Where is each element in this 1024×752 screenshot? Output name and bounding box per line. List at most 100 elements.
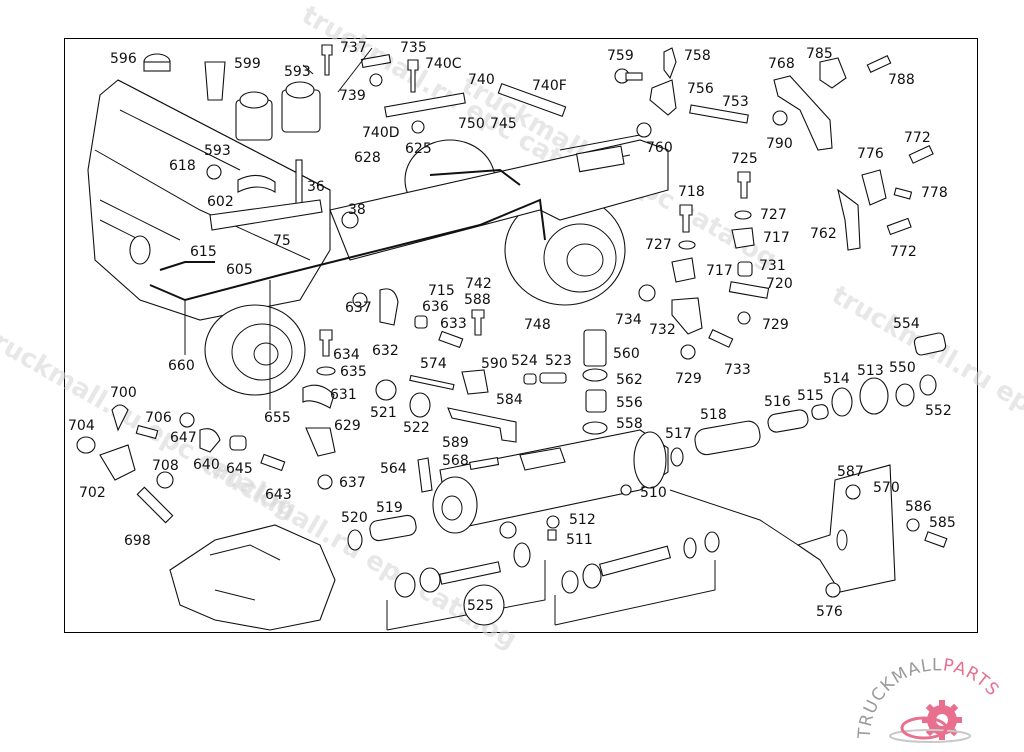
part-callout-733[interactable]: 733 — [724, 362, 751, 378]
part-callout-615[interactable]: 615 — [190, 244, 217, 260]
part-callout-647[interactable]: 647 — [170, 430, 197, 446]
part-callout-702[interactable]: 702 — [79, 485, 106, 501]
part-callout-556[interactable]: 556 — [616, 395, 643, 411]
part-callout-643[interactable]: 643 — [265, 487, 292, 503]
part-callout-731[interactable]: 731 — [759, 258, 786, 274]
part-callout-700[interactable]: 700 — [110, 385, 137, 401]
part-callout-727[interactable]: 727 — [760, 207, 787, 223]
part-callout-750[interactable]: 750 — [458, 116, 485, 132]
part-callout-759[interactable]: 759 — [607, 48, 634, 64]
part-callout-629[interactable]: 629 — [334, 418, 361, 434]
part-callout-717[interactable]: 717 — [763, 230, 790, 246]
part-callout-587[interactable]: 587 — [837, 464, 864, 480]
part-callout-550[interactable]: 550 — [889, 360, 916, 376]
part-callout-739[interactable]: 739 — [339, 88, 366, 104]
part-callout-645[interactable]: 645 — [226, 461, 253, 477]
part-callout-521[interactable]: 521 — [370, 405, 397, 421]
part-callout-514[interactable]: 514 — [823, 371, 850, 387]
part-callout-560[interactable]: 560 — [613, 346, 640, 362]
part-callout-519[interactable]: 519 — [376, 500, 403, 516]
part-callout-564[interactable]: 564 — [380, 461, 407, 477]
part-callout-742[interactable]: 742 — [465, 276, 492, 292]
part-callout-756[interactable]: 756 — [687, 81, 714, 97]
part-callout-708[interactable]: 708 — [152, 458, 179, 474]
part-callout-706[interactable]: 706 — [145, 410, 172, 426]
part-callout-38[interactable]: 38 — [348, 202, 366, 218]
part-callout-748[interactable]: 748 — [524, 317, 551, 333]
part-callout-635[interactable]: 635 — [340, 364, 367, 380]
part-callout-585[interactable]: 585 — [929, 515, 956, 531]
part-callout-790[interactable]: 790 — [766, 136, 793, 152]
part-callout-725[interactable]: 725 — [731, 151, 758, 167]
part-callout-512[interactable]: 512 — [569, 512, 596, 528]
part-callout-618[interactable]: 618 — [169, 158, 196, 174]
part-callout-596[interactable]: 596 — [110, 51, 137, 67]
part-callout-785[interactable]: 785 — [806, 46, 833, 62]
part-callout-562[interactable]: 562 — [616, 372, 643, 388]
part-callout-511[interactable]: 511 — [566, 532, 593, 548]
part-callout-570[interactable]: 570 — [873, 480, 900, 496]
part-callout-515[interactable]: 515 — [797, 388, 824, 404]
part-callout-758[interactable]: 758 — [684, 48, 711, 64]
part-callout-660[interactable]: 660 — [168, 358, 195, 374]
part-callout-584[interactable]: 584 — [496, 392, 523, 408]
part-callout-625[interactable]: 625 — [405, 141, 432, 157]
part-callout-772[interactable]: 772 — [890, 244, 917, 260]
part-callout-516[interactable]: 516 — [764, 394, 791, 410]
part-callout-520[interactable]: 520 — [341, 510, 368, 526]
part-callout-589[interactable]: 589 — [442, 435, 469, 451]
part-callout-633[interactable]: 633 — [440, 316, 467, 332]
part-callout-729[interactable]: 729 — [762, 317, 789, 333]
part-callout-720[interactable]: 720 — [766, 276, 793, 292]
part-callout-631[interactable]: 631 — [330, 387, 357, 403]
part-callout-75[interactable]: 75 — [273, 233, 291, 249]
part-callout-634[interactable]: 634 — [333, 347, 360, 363]
part-callout-740D[interactable]: 740D — [362, 125, 400, 141]
part-callout-729[interactable]: 729 — [675, 371, 702, 387]
part-callout-778[interactable]: 778 — [921, 185, 948, 201]
part-callout-788[interactable]: 788 — [888, 72, 915, 88]
part-callout-760[interactable]: 760 — [646, 140, 673, 156]
part-callout-772[interactable]: 772 — [904, 130, 931, 146]
part-callout-740C[interactable]: 740C — [425, 56, 462, 72]
part-callout-740F[interactable]: 740F — [532, 78, 567, 94]
part-callout-768[interactable]: 768 — [768, 56, 795, 72]
part-callout-576[interactable]: 576 — [816, 604, 843, 620]
part-callout-554[interactable]: 554 — [893, 316, 920, 332]
part-callout-762[interactable]: 762 — [810, 226, 837, 242]
part-callout-590[interactable]: 590 — [481, 356, 508, 372]
part-callout-523[interactable]: 523 — [545, 353, 572, 369]
part-callout-632[interactable]: 632 — [372, 343, 399, 359]
part-callout-753[interactable]: 753 — [722, 94, 749, 110]
part-callout-36[interactable]: 36 — [307, 179, 325, 195]
part-callout-518[interactable]: 518 — [700, 407, 727, 423]
part-callout-637[interactable]: 637 — [345, 300, 372, 316]
part-callout-637[interactable]: 637 — [339, 475, 366, 491]
part-callout-745[interactable]: 745 — [490, 116, 517, 132]
part-callout-718[interactable]: 718 — [678, 184, 705, 200]
part-callout-655[interactable]: 655 — [264, 410, 291, 426]
part-callout-524[interactable]: 524 — [511, 353, 538, 369]
part-callout-640[interactable]: 640 — [193, 457, 220, 473]
part-callout-513[interactable]: 513 — [857, 363, 884, 379]
part-callout-574[interactable]: 574 — [420, 356, 447, 372]
part-callout-593[interactable]: 593 — [284, 64, 311, 80]
part-callout-605[interactable]: 605 — [226, 262, 253, 278]
part-callout-715[interactable]: 715 — [428, 283, 455, 299]
part-callout-525[interactable]: 525 — [467, 598, 494, 614]
part-callout-735[interactable]: 735 — [400, 40, 427, 56]
part-callout-602[interactable]: 602 — [207, 194, 234, 210]
part-callout-727[interactable]: 727 — [645, 237, 672, 253]
part-callout-628[interactable]: 628 — [354, 150, 381, 166]
part-callout-558[interactable]: 558 — [616, 416, 643, 432]
part-callout-776[interactable]: 776 — [857, 146, 884, 162]
part-callout-732[interactable]: 732 — [649, 322, 676, 338]
part-callout-522[interactable]: 522 — [403, 420, 430, 436]
part-callout-517[interactable]: 517 — [665, 426, 692, 442]
part-callout-586[interactable]: 586 — [905, 499, 932, 515]
part-callout-737[interactable]: 737 — [340, 40, 367, 56]
part-callout-717[interactable]: 717 — [706, 263, 733, 279]
part-callout-704[interactable]: 704 — [68, 418, 95, 434]
part-callout-588[interactable]: 588 — [464, 292, 491, 308]
part-callout-568[interactable]: 568 — [442, 453, 469, 469]
